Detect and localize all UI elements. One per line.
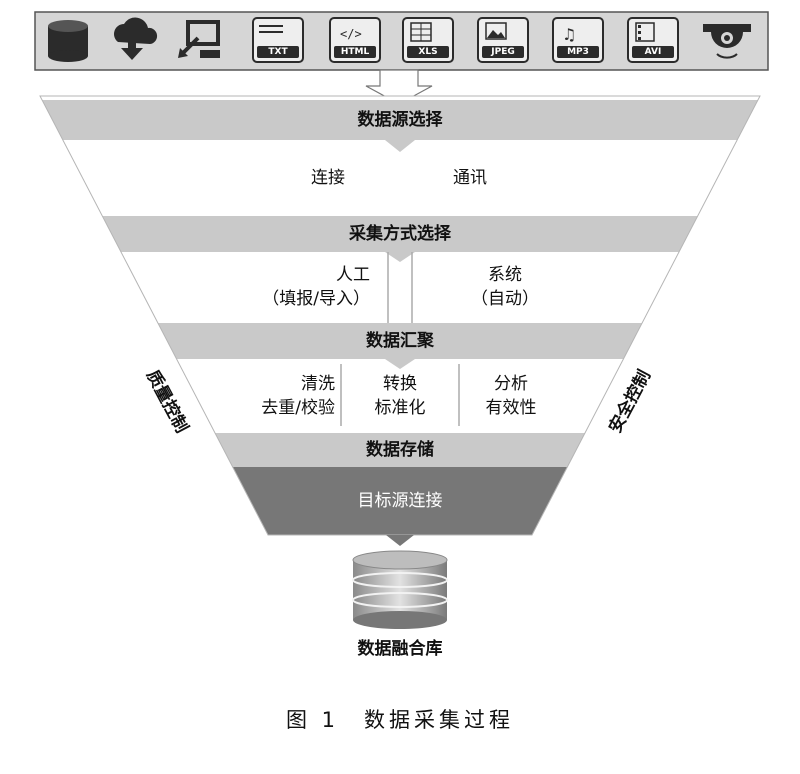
stage2-manual: 人工 （填报/导入） [262, 265, 370, 309]
database-icon [48, 20, 88, 62]
stage4-title: 数据存储 [366, 440, 434, 460]
stage1-title: 数据源选择 [357, 110, 443, 130]
stage3-title: 数据汇聚 [366, 331, 434, 351]
figure-caption: 图 1 数据采集过程 [285, 708, 515, 732]
stage1-item-connect: 连接 [311, 168, 345, 188]
stage5-title: 目标源连接 [357, 491, 443, 511]
funnel-outline [39, 95, 761, 536]
stage2-system: 系统 （自动） [471, 265, 539, 309]
stage3-transform: 转换 标准化 [374, 374, 426, 418]
output-arrow [386, 535, 414, 546]
screen-import-icon [178, 20, 220, 58]
fusion-database-icon [352, 550, 448, 629]
band-stage2 [40, 216, 760, 252]
svg-text:♫: ♫ [562, 25, 576, 44]
xls-file-label: XLS [418, 47, 438, 57]
avi-file-label: AVI [644, 47, 662, 57]
svg-text:</>: </> [340, 27, 362, 41]
txt-file-label: TXT [268, 47, 288, 57]
file-icons: </> ♫ [252, 17, 679, 63]
stage2-title: 采集方式选择 [349, 224, 451, 244]
input-arrow [365, 69, 433, 105]
band-stage1 [40, 100, 760, 140]
cloud-download-icon [114, 17, 158, 60]
html-file-label: HTML [340, 47, 370, 57]
jpeg-file-label: JPEG [491, 47, 515, 57]
mp3-file-label: MP3 [567, 47, 589, 57]
stage3-analysis: 分析 有效性 [485, 374, 537, 418]
stage3-cleaning: 清洗 去重/校验 [261, 374, 335, 418]
stage1-item-communicate: 通讯 [453, 168, 487, 188]
camera-icon [703, 24, 751, 59]
fusion-database-label: 数据融合库 [357, 639, 443, 659]
